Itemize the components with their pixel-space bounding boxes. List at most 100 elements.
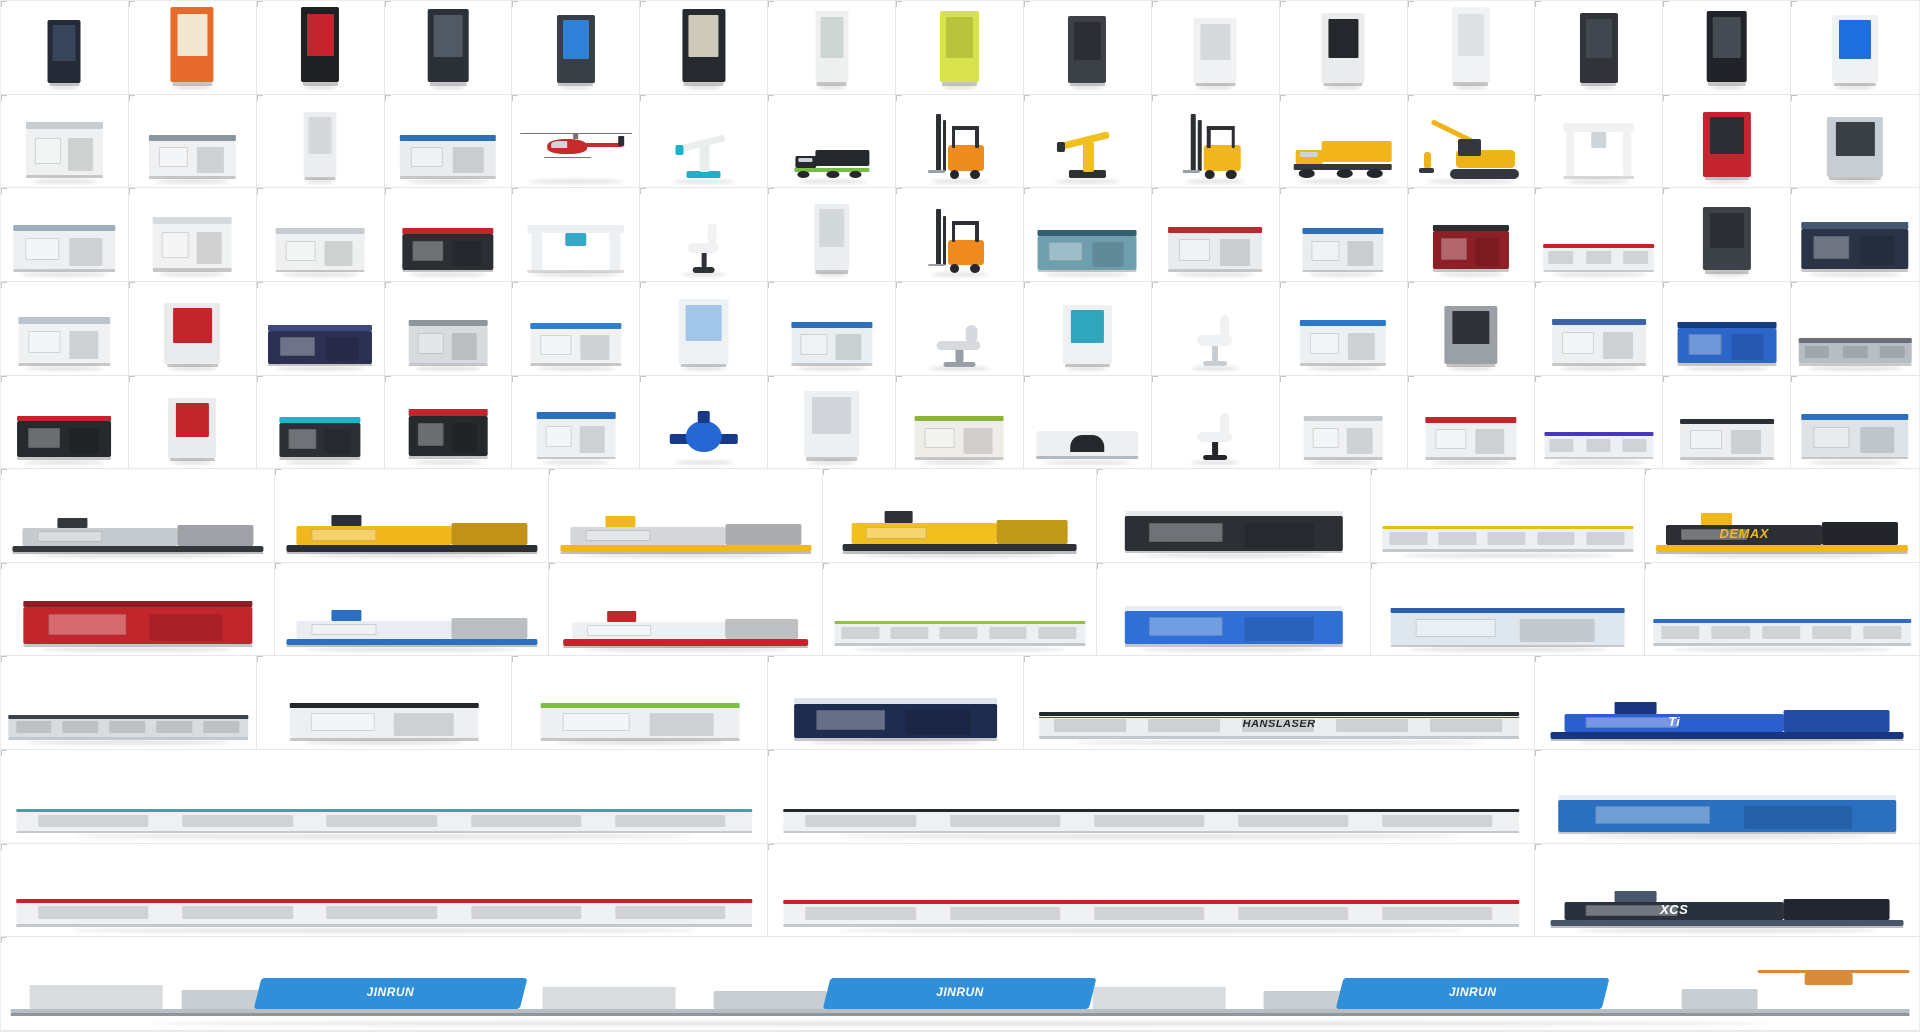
row-10: XCS (1, 843, 1919, 938)
lab-fume-hood (1562, 114, 1636, 181)
base-rail (1653, 642, 1911, 646)
ball-body (685, 420, 722, 452)
machine-top-accent (1677, 321, 1777, 328)
navy-tower-machines-tile (768, 656, 1024, 751)
guard-window (1681, 528, 1747, 541)
machine-shadow (25, 365, 104, 371)
module-window (1238, 814, 1349, 827)
machine-base (793, 737, 998, 741)
machine-shadow (931, 178, 988, 184)
machine-shadow (1071, 84, 1104, 90)
red-arch-machine (22, 593, 253, 649)
white-yellow-production-line (1381, 509, 1634, 555)
machine-window (1312, 427, 1340, 449)
yellow-excavator-tile (1407, 94, 1536, 189)
machine-door-panel (963, 427, 993, 454)
red-circle-machine (1425, 410, 1517, 462)
grid-cross-mark (1663, 375, 1670, 382)
overhead-guard-top (951, 125, 979, 131)
machine-base (791, 363, 873, 366)
machine-shadow (859, 553, 1060, 559)
backrest (707, 223, 717, 246)
machine-base (1550, 732, 1904, 739)
front-wheel (949, 263, 960, 274)
red-tower-machine (1702, 110, 1751, 181)
machine-window (1813, 235, 1850, 260)
clamp-unit (1783, 710, 1890, 733)
machine-base (1124, 550, 1343, 554)
base (686, 171, 721, 179)
module-window (62, 721, 99, 734)
machine-front-panel (177, 13, 208, 57)
machine-window (310, 713, 375, 732)
grid-cross-mark (256, 281, 263, 288)
machine-shadow (414, 365, 482, 371)
machine-shadow (275, 365, 365, 371)
machine-top-accent (152, 217, 232, 225)
dark-red-press-machine-tile (1407, 188, 1536, 282)
machine-shadow (1582, 84, 1615, 90)
machine-shadow (1297, 178, 1389, 184)
blue-cnc-machining-center (399, 127, 497, 181)
machine-body (408, 415, 488, 457)
yellow-blow-molding-machine (842, 498, 1077, 555)
grid-cross-mark (256, 375, 263, 382)
base-rail (1381, 549, 1634, 553)
teal-cone-machine (1063, 303, 1112, 368)
machine-shadow (943, 84, 976, 90)
rear-wheel (970, 169, 980, 180)
guard-window (585, 530, 651, 542)
machine-window (1623, 251, 1648, 264)
benchtop-cnc-machine (149, 127, 236, 181)
machine-front-panel (1457, 13, 1485, 57)
machine-body (149, 140, 236, 176)
machine-door-panel (835, 334, 862, 361)
hanslaser-laser-machine-tile: HANSLASER (1023, 656, 1536, 751)
machine-window (1562, 331, 1595, 354)
gray-yellow-injection-molding-machine-tile (549, 469, 823, 563)
machine-body (791, 327, 873, 364)
orange-reach-truck-tile (896, 188, 1024, 282)
purple-stripe-machine (1544, 415, 1654, 461)
machine-door-panel (452, 240, 482, 267)
white-black-unit-machine-tile (256, 656, 513, 751)
gray-machine-console (1826, 116, 1884, 181)
grid-cross-mark (768, 375, 775, 382)
machine-window (1622, 439, 1647, 452)
grid-cross-mark (256, 656, 263, 663)
machine-shadow (1324, 84, 1362, 90)
machine-shadow (30, 553, 245, 559)
machine-top-accent (1801, 221, 1909, 229)
machine-top-accent (915, 415, 1004, 422)
grid-cross-mark (549, 469, 555, 476)
machine-shadow (1583, 834, 1871, 840)
dark-gray-tower-machine-tile (1663, 188, 1792, 282)
machine-shadow (173, 84, 211, 90)
machine-base (11, 545, 264, 552)
machine-front-panel (1070, 309, 1105, 344)
machine-shadow (32, 178, 97, 184)
machine-door-panel (196, 232, 222, 265)
machine-top-accent (149, 134, 236, 141)
navy-machining-cell (1801, 213, 1909, 274)
machine-shadow (1551, 272, 1647, 278)
module-window (470, 905, 582, 920)
grid-cross-mark (1, 843, 7, 850)
module-window (805, 906, 916, 920)
machine-top-accent (1543, 243, 1655, 248)
machine-window (34, 137, 61, 164)
grid-cross-mark (1, 562, 7, 569)
blue-rounded-machine (1677, 314, 1777, 368)
machine-door-panel (1092, 241, 1124, 267)
machine-window (816, 709, 886, 730)
teal-stripe-production-line (16, 794, 752, 837)
green-accent-machine (915, 408, 1004, 462)
row-4 (1, 281, 1919, 376)
grid-cross-mark (1, 937, 7, 944)
lime-locker-cabinet-tile (896, 1, 1024, 95)
yellow-dump-truck-tile (1279, 94, 1408, 189)
feet (842, 551, 1077, 554)
demax-injection-molding-machine-label: DEMAX (1719, 528, 1769, 540)
machine-shadow (555, 740, 725, 746)
machine-base (1303, 456, 1383, 460)
